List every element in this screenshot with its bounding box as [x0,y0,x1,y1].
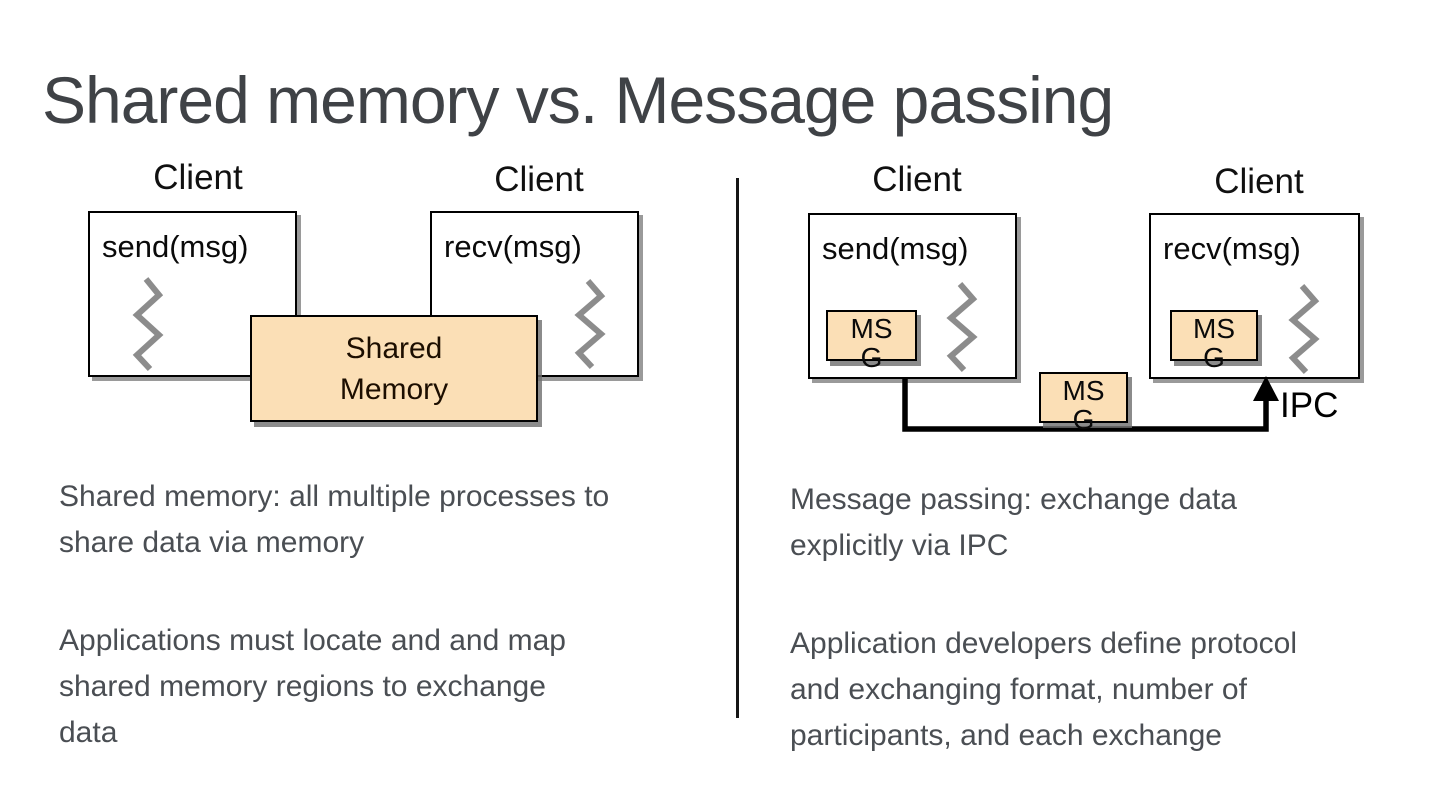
zigzag-icon [574,279,606,370]
caption-line: shared memory regions to exchange [59,670,546,703]
client-label: Client [1214,162,1304,201]
caption-line: and exchanging format, number of [790,673,1247,706]
shared-memory-label-line1: Shared [345,332,443,365]
caption-shared-memory-detail: Applications must locate and and map sha… [59,618,566,756]
msg-label-line2: G [1203,342,1225,373]
msg-box: MS G [826,310,917,372]
msg-label-line1: MS [1193,313,1235,344]
caption-line: Message passing: exchange data [790,483,1237,516]
msg-label-line1: MS [850,313,893,344]
caption-line: explicitly via IPC [790,529,1009,562]
msg-label-line2: G [1072,404,1095,435]
msg-box: MS G [1039,372,1128,434]
ipc-label: IPC [1280,386,1339,425]
client-label: Client [872,160,962,199]
msg-label-line2: G [860,342,883,373]
caption-line: Shared memory: all multiple processes to [59,480,610,513]
caption-shared-memory-definition: Shared memory: all multiple processes to… [59,474,609,566]
caption-line: data [59,716,118,749]
shared-memory-box: Shared Memory [250,315,538,422]
operation-label: send(msg) [822,231,969,266]
caption-line: Application developers define protocol [790,627,1297,660]
caption-message-passing-detail: Application developers define protocol a… [790,621,1297,759]
msg-label-line1: MS [1062,375,1105,406]
zigzag-icon [1288,284,1320,375]
shared-memory-label-line2: Memory [339,373,449,406]
caption-message-passing-definition: Message passing: exchange data explicitl… [790,477,1237,569]
operation-label: recv(msg) [1163,231,1301,266]
caption-line: share data via memory [59,526,365,559]
msg-box: MS G [1170,310,1258,372]
zigzag-icon [132,277,164,372]
operation-label: recv(msg) [444,229,582,264]
slide-title: Shared memory vs. Message passing [42,63,1114,137]
caption-line: Applications must locate and and map [59,624,566,657]
client-label: Client [153,158,243,197]
client-label: Client [494,160,584,199]
vertical-divider [736,178,739,718]
zigzag-icon [946,282,978,373]
caption-line: participants, and each exchange [790,719,1222,752]
operation-label: send(msg) [102,229,249,264]
